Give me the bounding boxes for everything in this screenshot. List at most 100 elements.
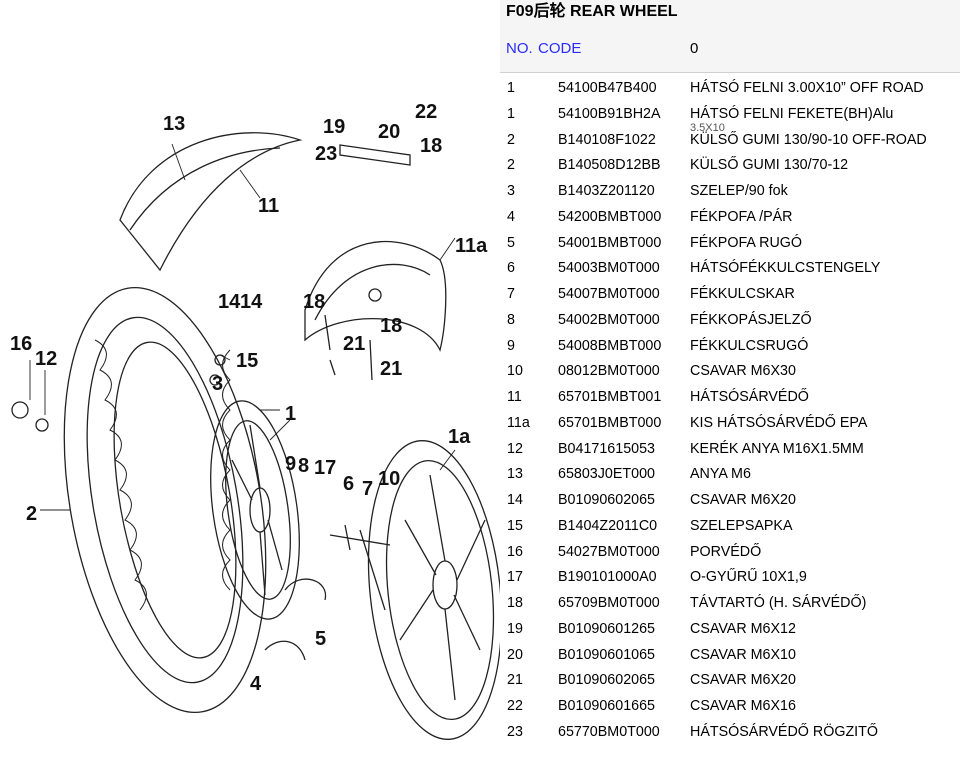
hardware-drawing <box>11 288 391 661</box>
callout-23: 23 <box>315 143 337 165</box>
part-description: TÁVTARTÓ (H. SÁRVÉDŐ) <box>690 595 867 611</box>
table-row: 19 B01090601265 CSAVAR M6X12 <box>500 618 960 644</box>
part-description: ANYA M6 <box>690 466 751 483</box>
callout-18-top: 18 <box>420 135 442 157</box>
part-code: B140108F1022 <box>558 131 656 148</box>
callout-4: 4 <box>250 673 262 695</box>
part-code: B01090601065 <box>558 646 655 663</box>
part-description: KERÉK ANYA M16X1.5MM <box>690 440 864 457</box>
part-number: 1 <box>507 105 515 122</box>
part-number: 4 <box>507 208 515 225</box>
exploded-diagram-drawing: 13 19 20 22 23 18 11 11a 14 14 18 18 21 … <box>10 101 503 740</box>
part-code: 65701BMBT001 <box>558 389 662 405</box>
part-number: 14 <box>507 492 523 508</box>
part-description: CSAVAR M6X20 <box>690 492 796 508</box>
callout-17: 17 <box>314 457 336 479</box>
part-description: HÁTSÓ FELNI FEKETE(BH)Alu <box>690 105 894 122</box>
leader-lines <box>29 143 456 511</box>
table-row: 22 B01090601665 CSAVAR M6X16 <box>500 695 960 721</box>
part-number: 19 <box>507 620 523 637</box>
callout-22: 22 <box>415 101 437 123</box>
callout-6: 6 <box>343 473 354 495</box>
exploded-diagram: 13 19 20 22 23 18 11 11a 14 14 18 18 21 … <box>0 80 503 753</box>
part-code: 54008BMBT000 <box>558 337 662 354</box>
page-title: F09后轮 REAR WHEEL <box>500 0 960 24</box>
callout-9: 9 <box>285 453 296 475</box>
part-description: PORVÉDŐ <box>690 543 762 560</box>
table-row: 14 B01090602065 CSAVAR M6X20 <box>500 489 960 515</box>
part-description-cont: 3.5X10 <box>690 121 725 134</box>
callout-19: 19 <box>323 116 345 138</box>
table-row: 11a 65701BMBT000 KIS HÁTSÓSÁRVÉDŐ EPA <box>500 412 960 438</box>
part-number: 1 <box>507 80 515 96</box>
part-description: CSAVAR M6X12 <box>690 620 796 637</box>
part-number: 21 <box>507 672 523 689</box>
part-code: 54100B47B400 <box>558 80 657 96</box>
callout-7: 7 <box>362 478 373 500</box>
col-no-header: NO. <box>506 40 533 57</box>
part-number: 2 <box>507 131 515 148</box>
part-code: 54003BM0T000 <box>558 260 660 277</box>
bracket-drawing <box>339 144 411 166</box>
part-code: B01090602065 <box>558 492 655 508</box>
part-description: CSAVAR M6X20 <box>690 672 796 689</box>
part-number: 3 <box>507 183 515 199</box>
part-description: O-GYŰRŰ 10X1,9 <box>690 569 807 586</box>
part-number: 13 <box>507 466 523 483</box>
part-code: 08012BM0T000 <box>558 363 660 380</box>
part-description: KIS HÁTSÓSÁRVÉDŐ EPA <box>690 414 868 431</box>
part-code: B140508D12BB <box>558 157 661 174</box>
callout-13: 13 <box>163 113 185 135</box>
callout-15: 15 <box>236 350 258 372</box>
part-description: CSAVAR M6X30 <box>690 363 796 380</box>
callout-2: 2 <box>26 503 37 525</box>
part-description: SZELEPSAPKA <box>690 517 793 534</box>
callout-5: 5 <box>315 628 326 650</box>
part-code: B04171615053 <box>558 440 655 457</box>
part-description: KÜLSŐ GUMI 130/90-10 OFF-ROAD <box>690 131 927 148</box>
part-number: 18 <box>507 595 523 611</box>
table-header: NO. CODE 0 <box>500 24 960 72</box>
part-code: B01090601665 <box>558 698 655 714</box>
part-number: 12 <box>507 440 523 457</box>
part-number: 15 <box>507 517 523 534</box>
part-code: B01090601265 <box>558 620 655 637</box>
part-code: B01090602065 <box>558 672 655 689</box>
part-number: 9 <box>507 337 515 354</box>
table-row: 18 65709BM0T000 TÁVTARTÓ (H. SÁRVÉDŐ) <box>500 592 960 618</box>
callout-8: 8 <box>298 455 309 477</box>
callout-11: 11 <box>258 195 279 217</box>
part-description: FÉKPOFA /PÁR <box>690 208 793 225</box>
table-row: 10 08012BM0T000 CSAVAR M6X30 <box>500 360 960 386</box>
part-description: FÉKPOFA RUGÓ <box>690 234 803 251</box>
callout-1a: 1a <box>448 426 471 448</box>
part-number: 8 <box>507 311 515 328</box>
table-row: 21 B01090602065 CSAVAR M6X20 <box>500 669 960 695</box>
part-code: 65701BMBT000 <box>558 414 662 431</box>
callout-3: 3 <box>212 373 223 395</box>
part-code: B190101000A0 <box>558 569 657 586</box>
part-description: CSAVAR M6X16 <box>690 698 796 714</box>
part-code: 54027BM0T000 <box>558 543 660 560</box>
fender-drawing <box>119 132 447 352</box>
part-number: 10 <box>507 363 523 380</box>
callout-10: 10 <box>378 468 400 490</box>
part-code: 65709BM0T000 <box>558 595 660 611</box>
part-number: 11a <box>507 414 530 431</box>
table-row: 12 B04171615053 KERÉK ANYA M16X1.5MM <box>500 438 960 464</box>
table-row: 2 B140108F1022 KÜLSŐ GUMI 130/90-10 OFF-RO… <box>500 129 960 155</box>
callout-18a: 18 <box>303 291 325 313</box>
part-number: 22 <box>507 698 523 714</box>
part-description: CSAVAR M6X10 <box>690 646 796 663</box>
part-number: 5 <box>507 234 515 251</box>
part-number: 11 <box>507 389 522 405</box>
